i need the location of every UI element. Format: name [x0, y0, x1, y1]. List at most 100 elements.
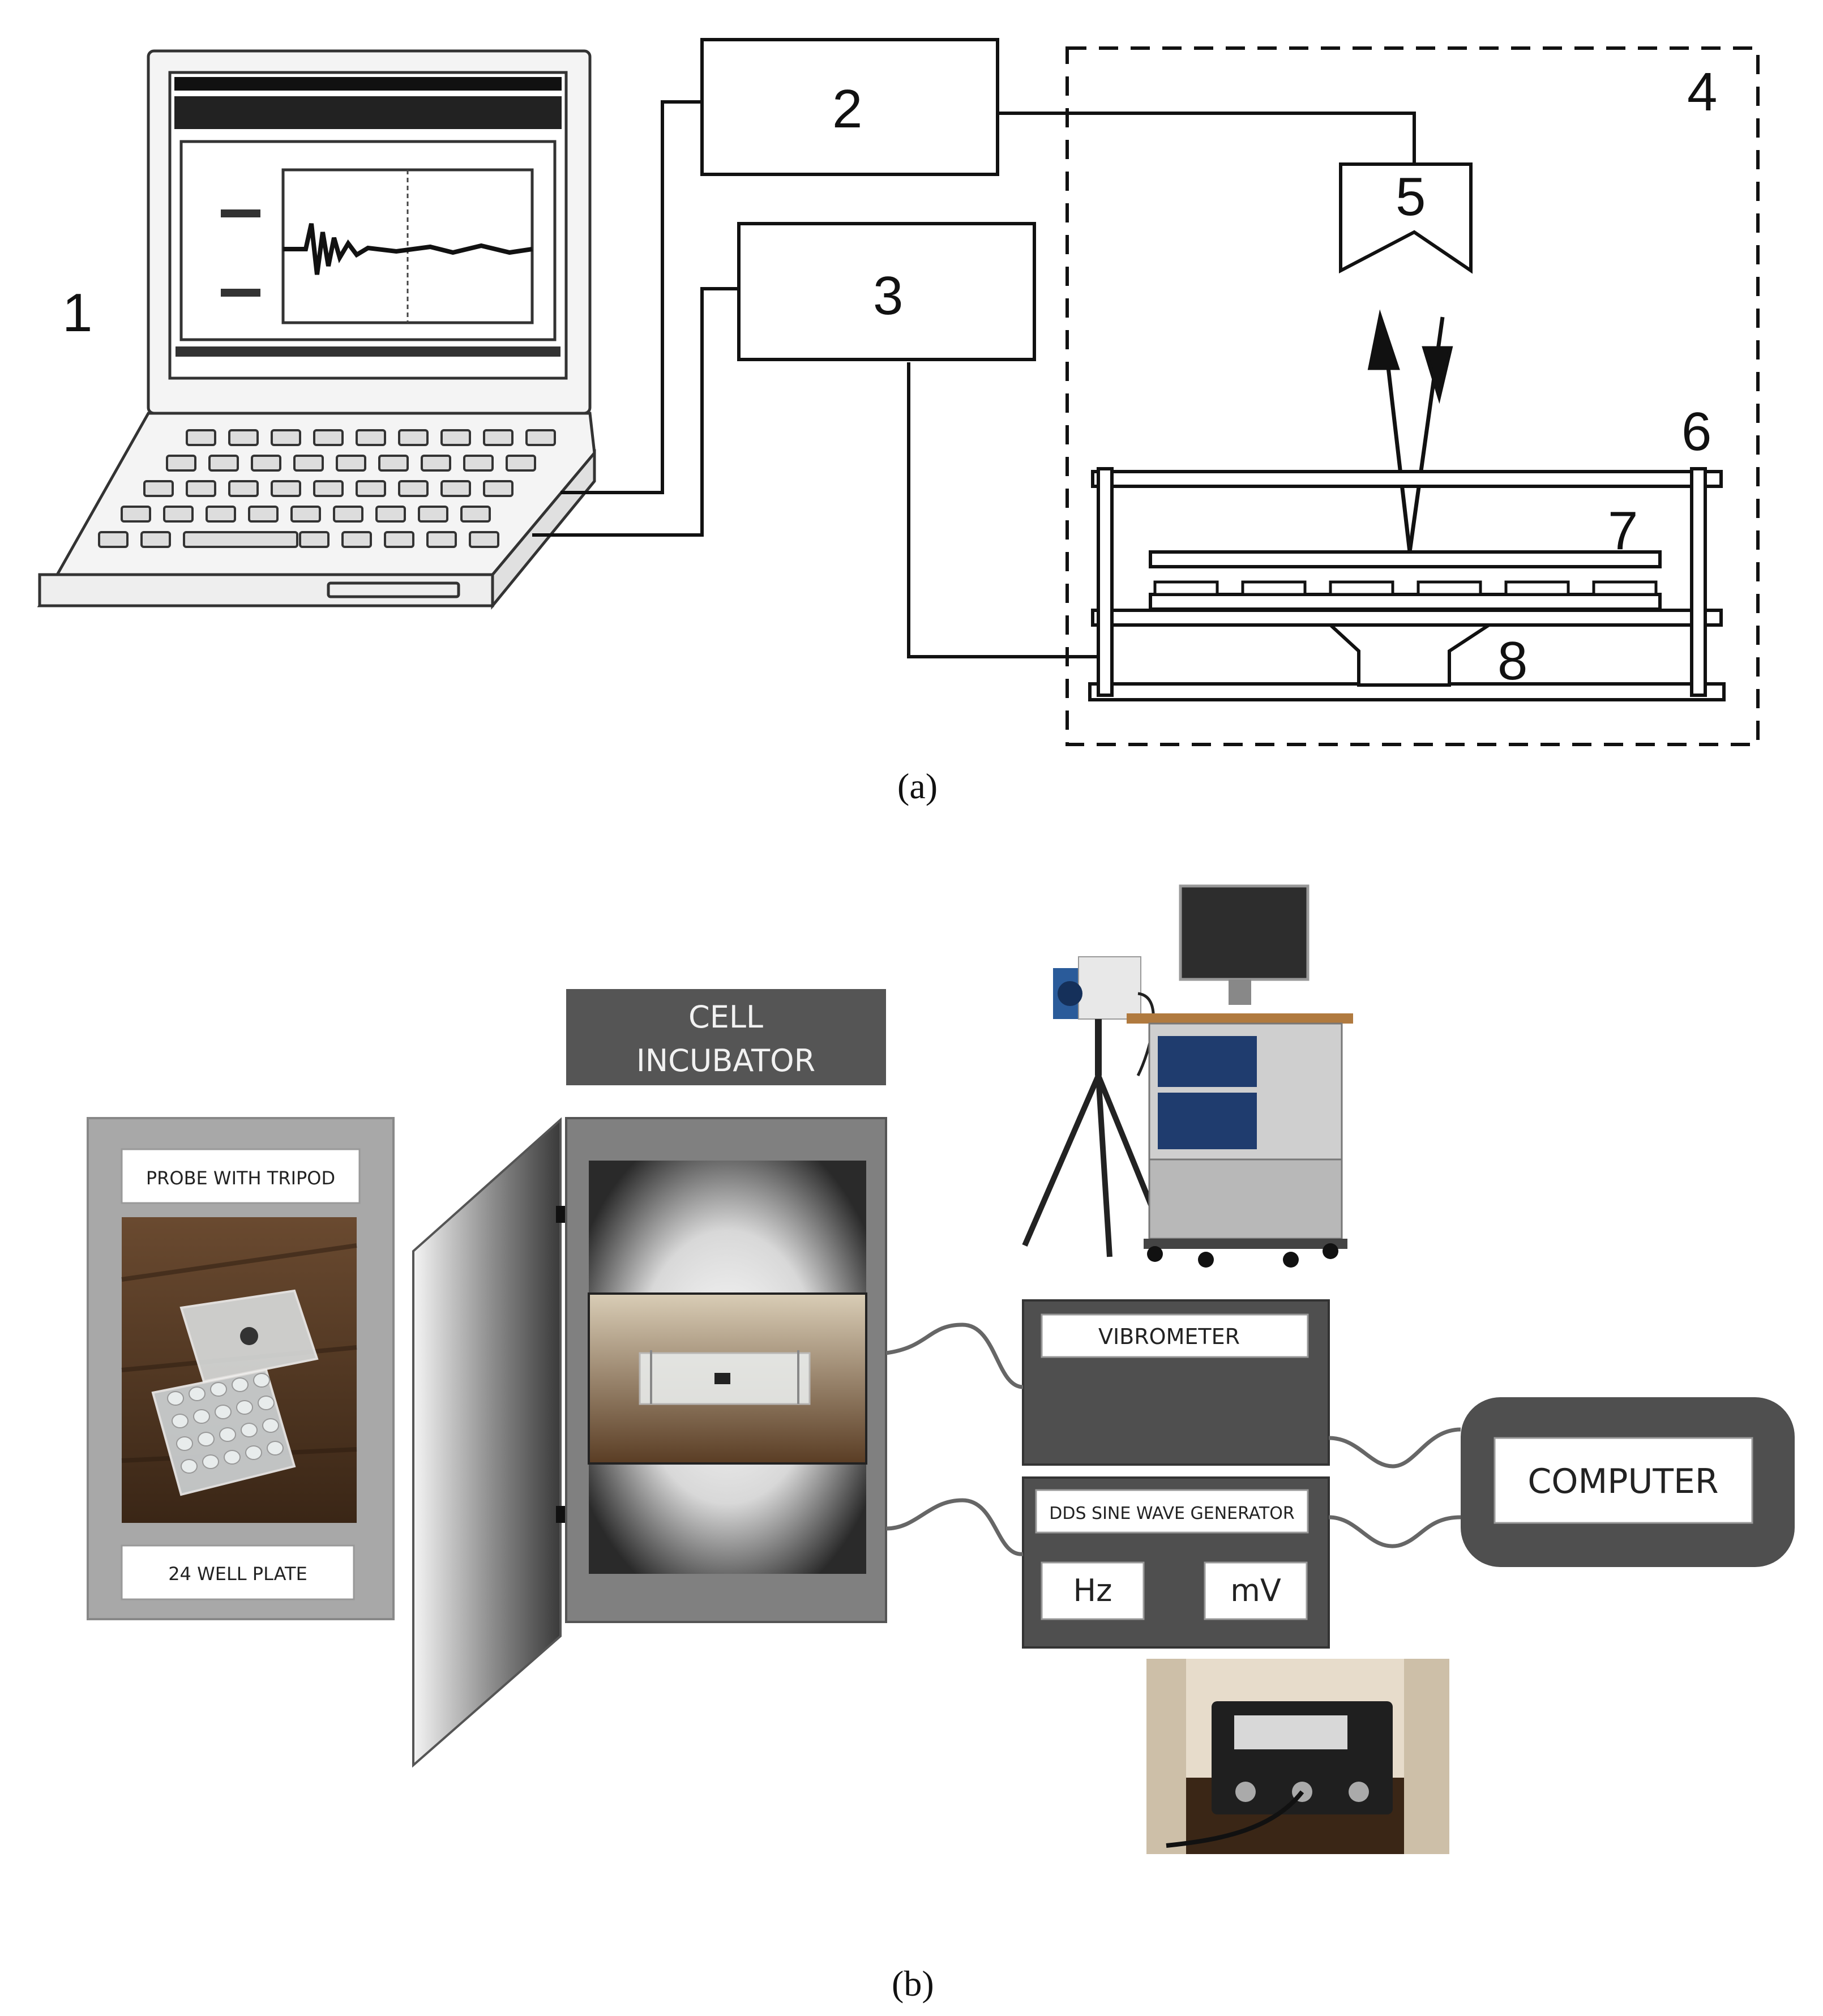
generator-label-box [1035, 1489, 1309, 1534]
photo-well [202, 1454, 219, 1469]
cable-laptop-to-3 [532, 287, 739, 537]
key [143, 480, 174, 497]
vibrometer-label: VIBROMETER [1098, 1324, 1240, 1349]
door-hinge-top [556, 1206, 566, 1223]
key [398, 480, 429, 497]
key [483, 480, 513, 497]
key [525, 429, 556, 446]
incubator-title-line2: INCUBATOR [636, 1043, 815, 1078]
computer-label-box [1494, 1437, 1753, 1524]
key [356, 480, 386, 497]
laser-beams [1367, 309, 1453, 553]
key [313, 429, 344, 446]
key [140, 531, 171, 548]
well [1329, 580, 1394, 596]
box-3 [737, 222, 1036, 361]
plate-7 [1149, 550, 1662, 568]
plate-label-box [121, 1544, 355, 1600]
key [121, 506, 151, 523]
door-hinge-bottom [556, 1506, 566, 1523]
photo-well [258, 1396, 275, 1410]
label-7: 7 [1608, 500, 1638, 561]
photo-well [210, 1382, 227, 1397]
probe-photo [121, 1217, 357, 1523]
photo-well [241, 1423, 258, 1437]
cables-a [532, 100, 1416, 658]
well [1241, 580, 1307, 596]
label-1: 1 [62, 283, 92, 343]
incubator-door [412, 1117, 562, 1768]
key [299, 531, 329, 548]
probe-label-box [121, 1148, 361, 1204]
photo-well [172, 1414, 189, 1428]
wire-incubator-to-vibrometer [885, 1322, 1024, 1389]
photo-well [232, 1377, 249, 1392]
frame-6 [1088, 467, 1726, 701]
key [341, 531, 372, 548]
label-2: 2 [832, 79, 862, 139]
key [208, 455, 239, 472]
key [356, 429, 386, 446]
photo-well [167, 1391, 184, 1406]
key [418, 506, 448, 523]
spacebar-key [183, 531, 298, 548]
plate-wells [1153, 580, 1658, 596]
vibrometer-label-box [1041, 1313, 1309, 1358]
cable-2-to-probe [998, 112, 1416, 164]
key [271, 480, 301, 497]
photo-well [262, 1418, 279, 1433]
photo-well [219, 1427, 236, 1442]
key [460, 506, 491, 523]
probe-label: PROBE WITH TRIPOD [146, 1167, 335, 1189]
caption-b: (b) [892, 1963, 934, 2004]
key [290, 506, 321, 523]
key [426, 531, 457, 548]
key [421, 455, 451, 472]
key [186, 480, 216, 497]
incubator-photo [588, 1292, 867, 1465]
cable-laptop-to-2 [560, 100, 702, 494]
label-6: 6 [1681, 401, 1711, 462]
key [336, 455, 366, 472]
key [251, 455, 281, 472]
plate-label: 24 WELL PLATE [168, 1563, 307, 1585]
wires-b [885, 1322, 1461, 1556]
photo-well [224, 1450, 241, 1465]
key [440, 429, 471, 446]
speaker-8 [1326, 623, 1495, 687]
wire-generator-to-computer [1328, 1515, 1461, 1548]
photo-well [236, 1400, 253, 1415]
well [1417, 580, 1482, 596]
label-5: 5 [1396, 166, 1426, 227]
cable-3-to-speaker [907, 362, 1110, 658]
laptop-illustration [37, 49, 596, 610]
wire-vibrometer-to-computer [1328, 1427, 1461, 1469]
panel-a: 1 2 3 4 5 6 7 8 (a) [37, 38, 1760, 806]
key [186, 429, 216, 446]
generator-label: DDS SINE WAVE GENERATOR [1049, 1504, 1294, 1523]
photo-well [193, 1409, 210, 1424]
key [333, 506, 363, 523]
panel-b: PROBE WITH TRIPOD 24 WELL PLATE CELL INC… [87, 884, 1795, 2004]
key [506, 455, 536, 472]
incubator-title-box [566, 989, 886, 1085]
photo-well [176, 1436, 193, 1451]
enclosure-4 [1065, 46, 1760, 746]
box-2 [700, 38, 999, 176]
label-4: 4 [1687, 62, 1717, 122]
well [1504, 580, 1570, 596]
label-3: 3 [873, 266, 903, 326]
key [163, 506, 194, 523]
photo-well [245, 1445, 262, 1460]
key [206, 506, 236, 523]
key [378, 455, 409, 472]
key [228, 429, 259, 446]
hz-display [1041, 1561, 1145, 1620]
photo-well [253, 1373, 270, 1388]
mv-label: mV [1230, 1573, 1281, 1608]
photo-well [189, 1386, 206, 1401]
key [248, 506, 279, 523]
key [313, 480, 344, 497]
key [463, 455, 494, 472]
